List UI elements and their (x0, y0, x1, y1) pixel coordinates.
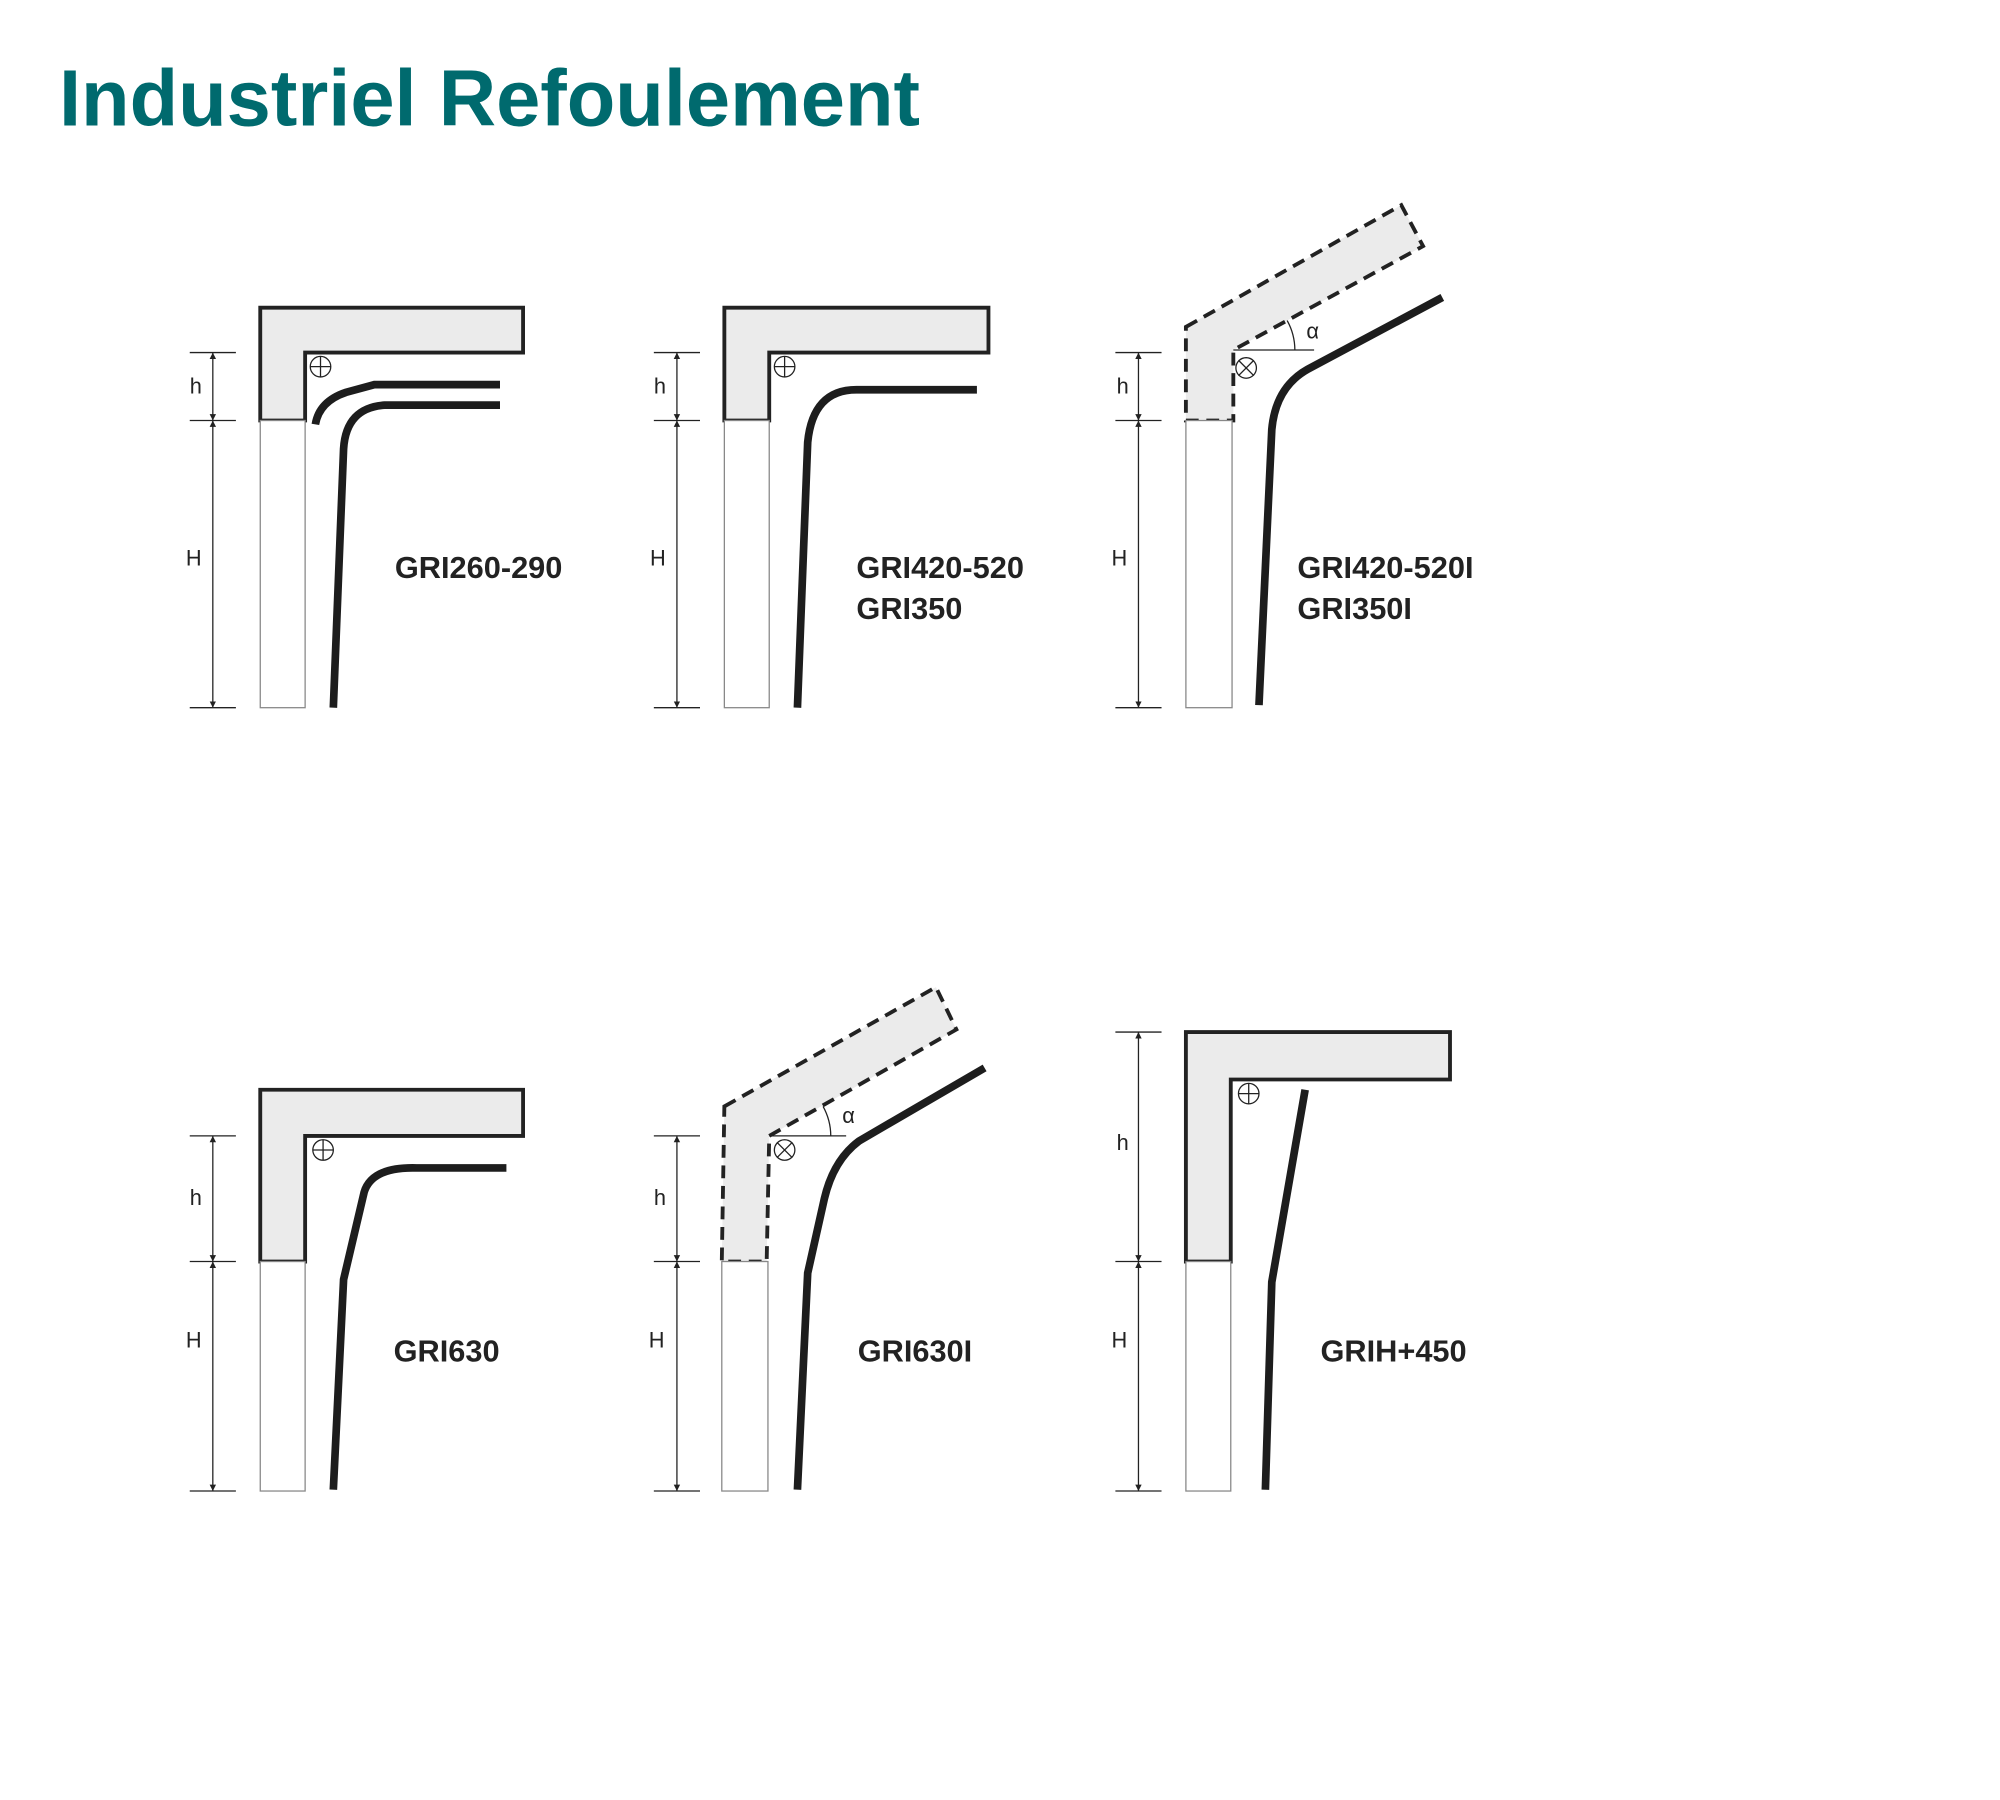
model-label: GRI350 (856, 591, 962, 626)
wall (259, 419, 306, 709)
model-label: GRI260-290 (395, 550, 563, 585)
dim-label-H: H (649, 1327, 665, 1352)
dim-label-h: h (190, 1185, 202, 1210)
housing (722, 305, 991, 423)
door-panel (329, 1164, 507, 1490)
door-panel (1261, 1089, 1309, 1490)
diagram-grih-450: h H GRIH+450 (1112, 1030, 1467, 1492)
dimension-lines (1115, 1031, 1162, 1492)
dim-label-H: H (186, 545, 202, 570)
dim-label-h: h (654, 1185, 666, 1210)
model-label: GRI420-520 (856, 550, 1024, 585)
shaft-x-icon (1235, 357, 1258, 379)
door-panel (793, 1064, 987, 1490)
diagram-gri420-520: h H GRI420-520 GRI350 (650, 305, 1024, 709)
shaft-icon (1237, 1082, 1260, 1105)
door-panel (1255, 294, 1445, 706)
dim-label-H: H (186, 1327, 202, 1352)
angle-label: α (842, 1103, 855, 1128)
shaft-x-icon (773, 1139, 796, 1161)
dimension-lines (189, 1135, 236, 1492)
diagram-gri420-520i: h H α GRI420-520I GRI350I (1112, 202, 1473, 709)
shaft-icon (312, 1139, 334, 1161)
diagram-gri630i: h H α GRI630I (649, 984, 987, 1492)
dimension-lines (189, 351, 236, 709)
wall (1185, 1260, 1232, 1492)
model-label: GRI420-520I (1297, 550, 1473, 585)
housing-inclined (719, 984, 959, 1264)
wall (723, 419, 770, 709)
dim-label-h: h (190, 374, 202, 399)
dim-label-H: H (650, 545, 666, 570)
door-panel (793, 385, 977, 708)
dim-label-H: H (1112, 545, 1128, 570)
model-label: GRI630 (394, 1334, 500, 1369)
angle-indicator (1233, 320, 1315, 351)
housing (258, 1087, 525, 1264)
door-panel (329, 401, 501, 708)
housing-inclined (1183, 202, 1426, 423)
wall (721, 1260, 769, 1492)
dimension-lines (1115, 351, 1162, 709)
model-label: GRIH+450 (1321, 1334, 1467, 1369)
diagram-gri260-290: h H GRI260-290 (186, 305, 563, 709)
dim-label-h: h (1117, 1130, 1129, 1155)
wall (1185, 419, 1233, 709)
housing (1183, 1030, 1452, 1264)
shaft-icon (309, 355, 332, 378)
shaft-icon (773, 355, 796, 378)
dimension-lines (653, 1135, 701, 1492)
model-label: GRI630I (858, 1334, 973, 1369)
angle-label: α (1306, 318, 1319, 343)
dimension-lines (653, 351, 701, 709)
diagram-gri630: h H GRI630 (186, 1087, 525, 1492)
dim-label-h: h (654, 374, 666, 399)
wall (259, 1260, 306, 1492)
page-title: Industriel Refoulement (59, 54, 920, 143)
dim-label-H: H (1112, 1327, 1128, 1352)
door-track (311, 380, 501, 426)
dim-label-h: h (1117, 374, 1129, 399)
angle-indicator (769, 1106, 847, 1137)
model-label: GRI350I (1297, 591, 1412, 626)
